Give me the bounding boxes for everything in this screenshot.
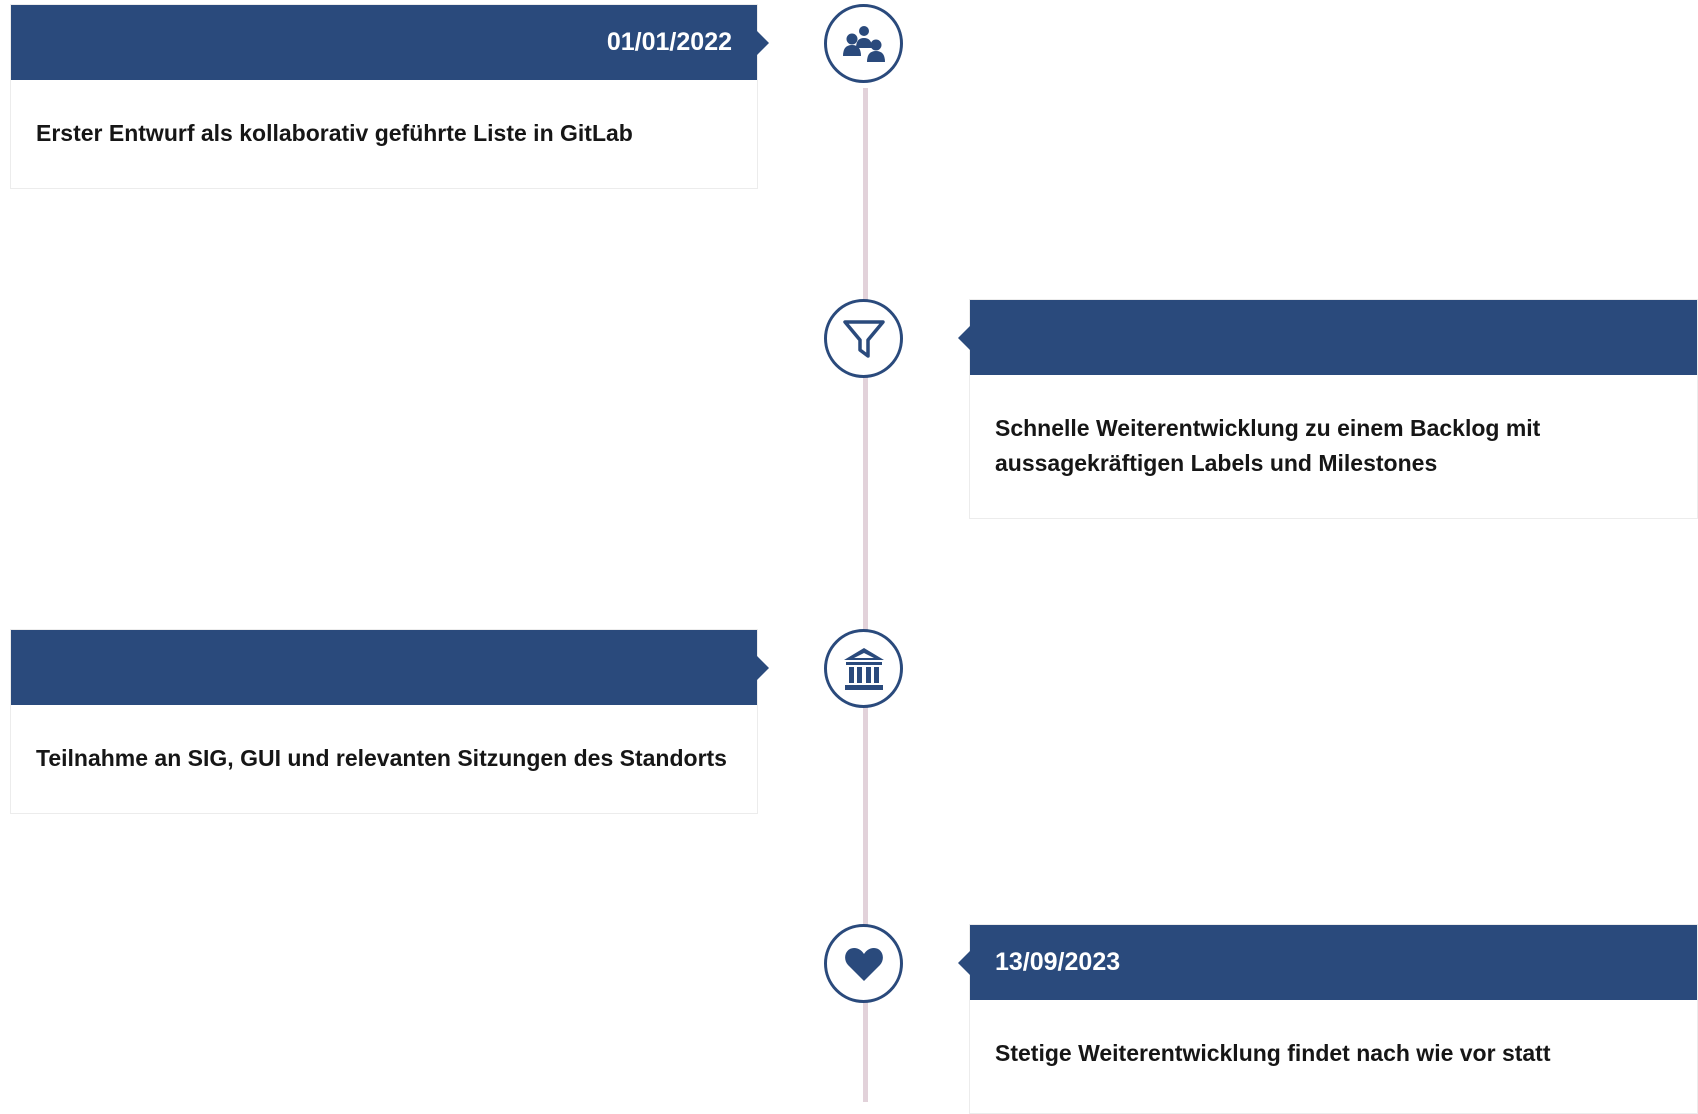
timeline-node-heart: [824, 924, 903, 1003]
institution-building-icon: [842, 646, 886, 692]
card-text: Teilnahme an SIG, GUI und relevanten Sit…: [36, 745, 727, 771]
card-text: Stetige Weiterentwicklung findet nach wi…: [995, 1040, 1551, 1066]
users-group-icon: [841, 24, 887, 64]
card-text: Schnelle Weiterentwicklung zu einem Back…: [995, 415, 1541, 476]
timeline-card-3: Teilnahme an SIG, GUI und relevanten Sit…: [10, 629, 769, 814]
timeline-line: [863, 88, 868, 1102]
card-header: [958, 300, 1697, 375]
card-header: [11, 630, 769, 705]
timeline-card-4: 13/09/2023 Stetige Weiterentwicklung fin…: [958, 924, 1698, 1114]
timeline-card-2: Schnelle Weiterentwicklung zu einem Back…: [958, 299, 1698, 519]
filter-funnel-icon: [841, 316, 887, 362]
heart-icon: [843, 945, 885, 983]
card-date: 01/01/2022: [606, 28, 732, 56]
timeline-node-users: [824, 4, 903, 83]
card-header: 13/09/2023: [958, 925, 1697, 1000]
card-date: 13/09/2023: [995, 948, 1121, 976]
timeline-node-filter: [824, 299, 903, 378]
card-header: 01/01/2022: [11, 5, 769, 80]
timeline-card-1: 01/01/2022 Erster Entwurf als kollaborat…: [10, 4, 769, 189]
timeline-node-institution: [824, 629, 903, 708]
card-text: Erster Entwurf als kollaborativ geführte…: [36, 120, 633, 146]
